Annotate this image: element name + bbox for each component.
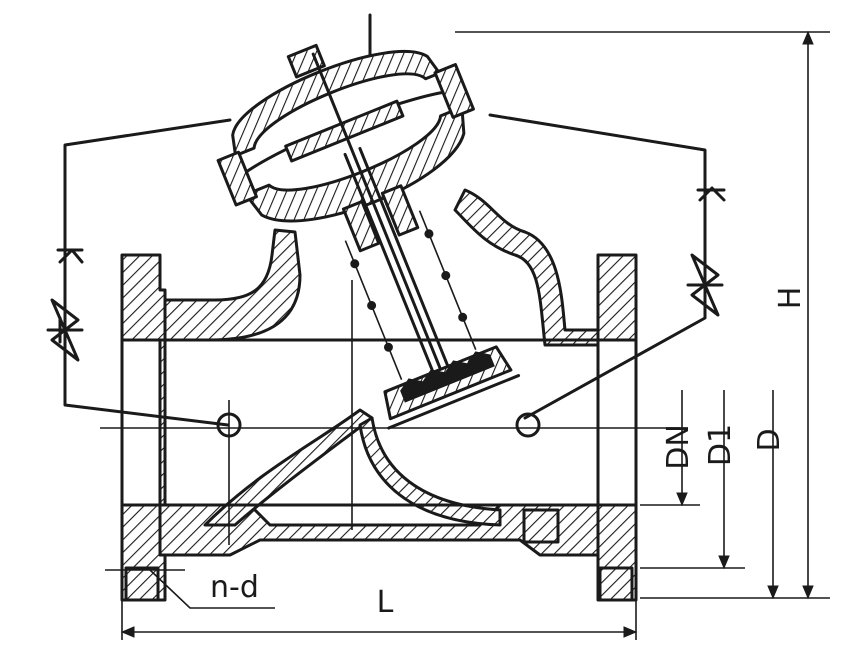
bonnet-cover <box>231 50 442 158</box>
label-d1: D1 <box>703 424 738 466</box>
label-dn: DN <box>661 424 696 470</box>
dimension-labels: H DN D1 D L n-d <box>210 287 808 620</box>
body-left-upper <box>163 228 302 342</box>
valve-body <box>120 188 638 602</box>
label-n-d: n-d <box>210 570 259 605</box>
label-l: L <box>377 585 394 620</box>
label-d: D <box>752 428 787 451</box>
stem <box>311 52 448 385</box>
right-pressure-tap <box>515 412 541 438</box>
bonnet-assembly <box>216 43 521 430</box>
internal-partition-right <box>358 416 502 527</box>
centerlines <box>100 280 680 545</box>
left-needle-valve <box>50 298 80 362</box>
right-needle-valve <box>690 253 720 317</box>
body-neck-right <box>453 188 600 347</box>
dimensions <box>105 30 830 640</box>
bonnet-shell <box>244 105 466 223</box>
label-h: H <box>773 287 808 310</box>
drain-plug <box>522 508 560 544</box>
